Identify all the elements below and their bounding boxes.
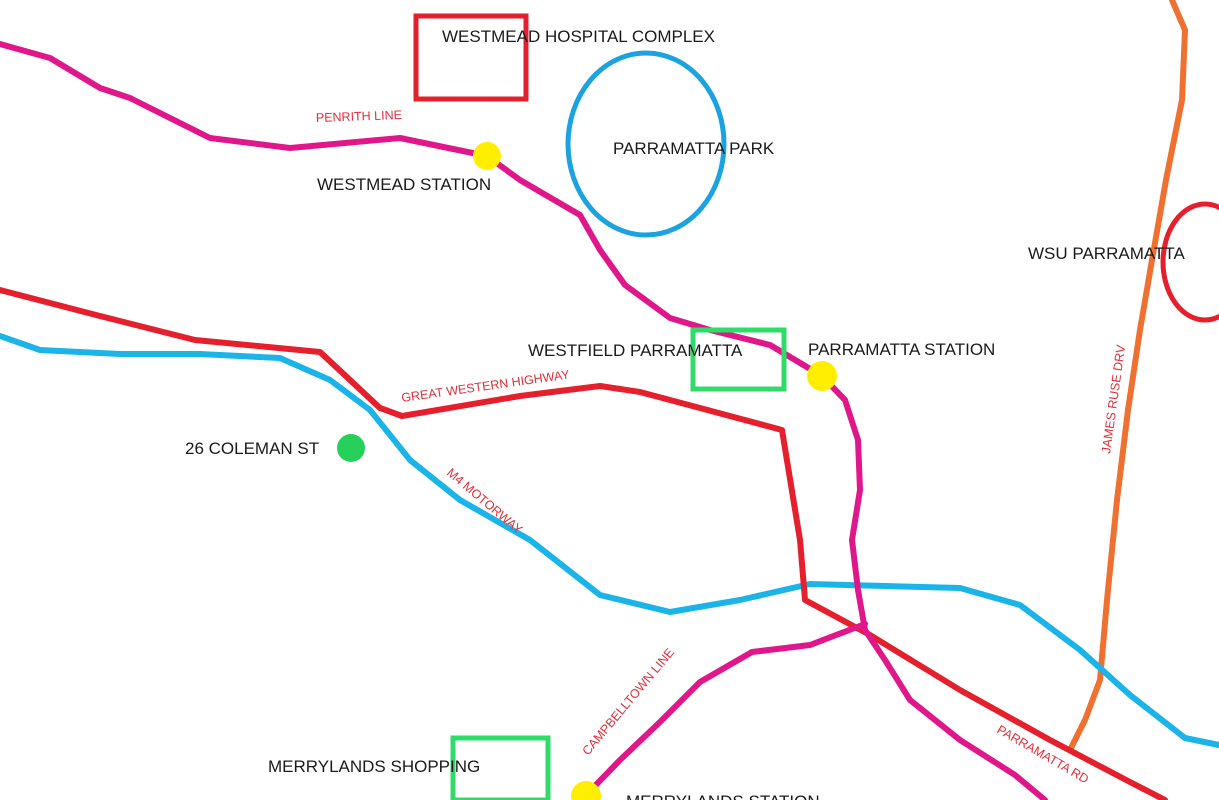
- penrith-line-label: PENRITH LINE: [316, 108, 403, 125]
- westmead-hospital-label: WESTMEAD HOSPITAL COMPLEX: [442, 27, 715, 46]
- parramatta-station-marker: [807, 361, 837, 391]
- campbelltown-line-label: CAMPBELLTOWN LINE: [580, 646, 678, 758]
- m4-motorway-route: [0, 333, 1219, 748]
- merrylands-shopping-marker: [450, 735, 551, 800]
- parramatta-park-label: PARRAMATTA PARK: [613, 139, 775, 158]
- westmead-station-marker: [473, 142, 501, 170]
- westfield-parramatta-label: WESTFIELD PARRAMATTA: [528, 341, 743, 360]
- westmead-station-label: WESTMEAD STATION: [317, 175, 491, 194]
- merrylands-station-marker: [571, 781, 601, 800]
- m4-motorway-label: M4 MOTORWAY: [444, 466, 526, 538]
- james-ruse-drive-route: [1067, 0, 1188, 753]
- campbelltown-line-route: [585, 621, 868, 796]
- penrith-line-route: [0, 41, 1048, 800]
- great-western-highway-route: [0, 287, 1168, 800]
- parramatta-station-label: PARRAMATTA STATION: [808, 340, 995, 359]
- westmead-hospital-marker: [413, 13, 529, 102]
- westfield-parramatta-marker: [690, 327, 787, 392]
- parramatta-park-marker: [565, 50, 727, 238]
- merrylands-station-label: MERRYLANDS STATION: [626, 792, 820, 800]
- coleman-st-marker: [337, 434, 365, 462]
- wsu-parramatta-marker: [1160, 201, 1219, 323]
- merrylands-shopping-label: MERRYLANDS SHOPPING: [268, 757, 480, 776]
- wsu-parramatta-label: WSU PARRAMATTA: [1028, 244, 1185, 263]
- coleman-st-label: 26 COLEMAN ST: [185, 439, 319, 458]
